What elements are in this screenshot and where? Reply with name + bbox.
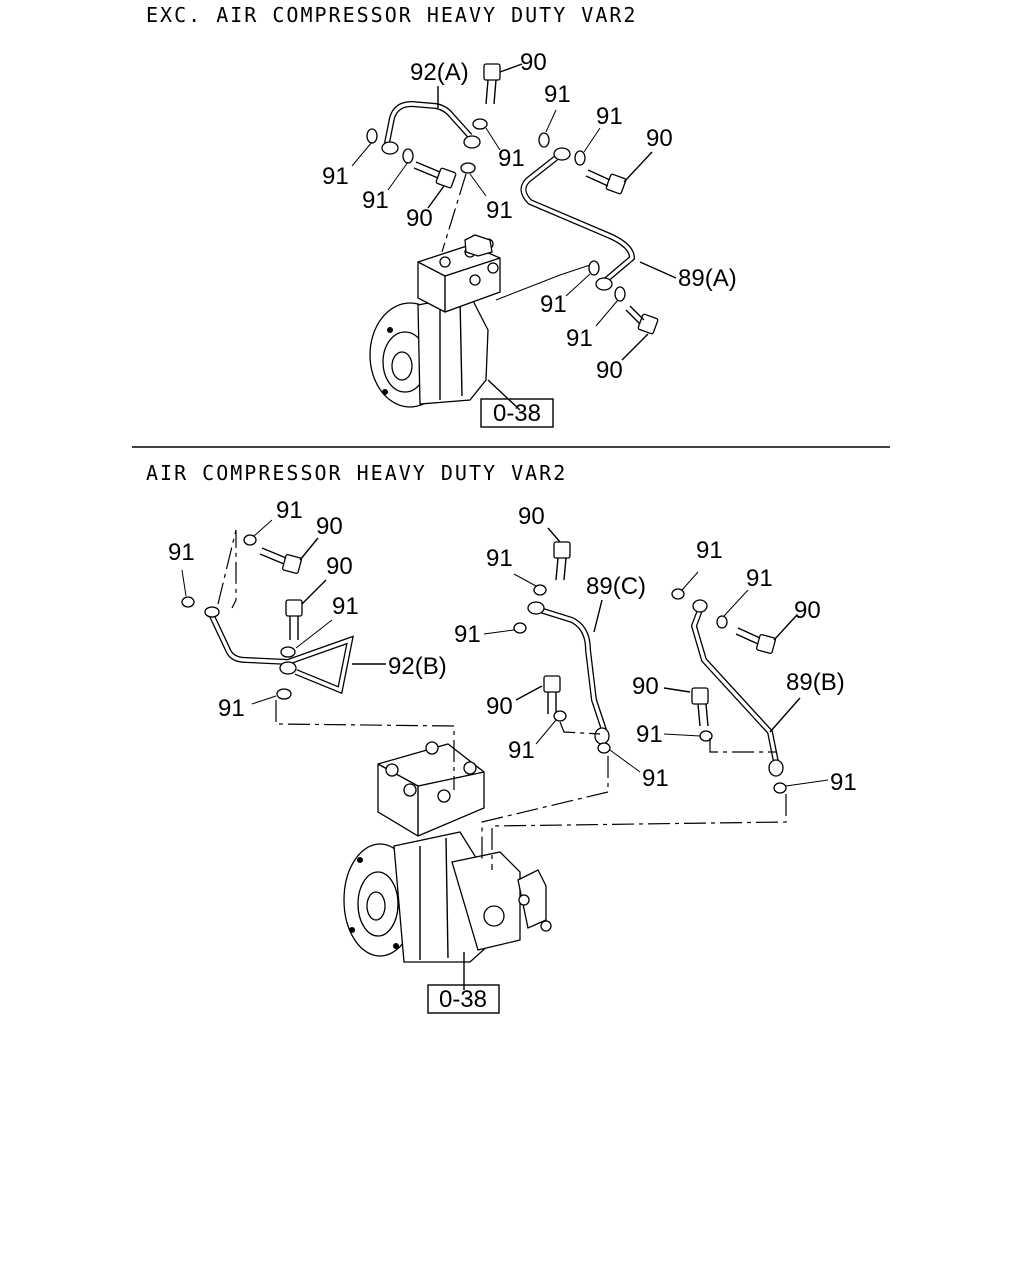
callout: 91 bbox=[218, 695, 245, 722]
callout: 90 bbox=[316, 513, 343, 540]
callout: 90 bbox=[518, 503, 545, 530]
callout: 91 bbox=[830, 769, 857, 796]
callout: 91 bbox=[746, 565, 773, 592]
callout: 90 bbox=[486, 693, 513, 720]
section-air-compressor: AIR COMPRESSOR HEAVY DUTY VAR2 bbox=[146, 461, 857, 1014]
section-2-title: AIR COMPRESSOR HEAVY DUTY VAR2 bbox=[146, 461, 567, 485]
bolt-90-left bbox=[413, 161, 457, 209]
callout: 91 bbox=[544, 81, 571, 108]
pipe-92a bbox=[381, 86, 481, 155]
callout: 91 bbox=[540, 291, 567, 318]
callout: 90 bbox=[406, 205, 433, 232]
bolt-90-s2-d bbox=[515, 675, 561, 714]
bolt-90-s2-a bbox=[259, 537, 319, 574]
air-compressor-2 bbox=[343, 741, 552, 990]
callouts-section-2: 91 91 90 90 91 92(B) 91 90 91 89(C) 91 9… bbox=[168, 497, 857, 796]
pipe-89b bbox=[690, 599, 801, 777]
bolt-90-top bbox=[483, 63, 523, 105]
reference-box-2[interactable]: 0-38 bbox=[427, 984, 500, 1014]
bolt-90-s2-b bbox=[285, 579, 327, 640]
reference-label-1: 0-38 bbox=[493, 400, 541, 427]
pipe-92b bbox=[204, 529, 386, 695]
bolt-90-right bbox=[585, 151, 653, 195]
callout: 91 bbox=[276, 497, 303, 524]
callout: 91 bbox=[168, 539, 195, 566]
callout: 90 bbox=[326, 553, 353, 580]
reference-box-1[interactable]: 0-38 bbox=[480, 398, 554, 428]
washers-91-section-2 bbox=[181, 519, 829, 870]
bolt-90-s2-e bbox=[663, 687, 709, 727]
callouts-section-1: 92(A) 90 91 91 91 91 90 91 91 90 91 91 8… bbox=[322, 49, 737, 384]
bolt-90-lower bbox=[621, 305, 659, 361]
callout: 91 bbox=[322, 163, 349, 190]
bolt-90-s2-c bbox=[547, 527, 571, 581]
callout: 91 bbox=[454, 621, 481, 648]
callout: 91 bbox=[596, 103, 623, 130]
callout: 90 bbox=[596, 357, 623, 384]
pipe-89c bbox=[527, 599, 610, 745]
bolt-90-s2-f bbox=[735, 615, 797, 654]
callout: 91 bbox=[332, 593, 359, 620]
callout: 89(B) bbox=[786, 669, 845, 696]
callout: 91 bbox=[362, 187, 389, 214]
callout: 91 bbox=[696, 537, 723, 564]
callout: 90 bbox=[520, 49, 547, 76]
section-1-title: EXC. AIR COMPRESSOR HEAVY DUTY VAR2 bbox=[146, 3, 637, 27]
callout: 92(B) bbox=[388, 653, 447, 680]
callout: 90 bbox=[794, 597, 821, 624]
callout: 91 bbox=[486, 545, 513, 572]
air-compressor-1 bbox=[369, 234, 591, 411]
callout: 91 bbox=[498, 145, 525, 172]
pipe-89a bbox=[520, 147, 677, 291]
section-exc-air-compressor: EXC. AIR COMPRESSOR HEAVY DUTY VAR2 bbox=[146, 3, 737, 428]
washers-91-section-1 bbox=[351, 109, 626, 327]
callout: 91 bbox=[642, 765, 669, 792]
callout: 92(A) bbox=[410, 59, 469, 86]
callout: 91 bbox=[636, 721, 663, 748]
callout: 91 bbox=[566, 325, 593, 352]
callout: 89(C) bbox=[586, 573, 646, 600]
callout: 90 bbox=[646, 125, 673, 152]
callout: 91 bbox=[486, 197, 513, 224]
callout: 89(A) bbox=[678, 265, 737, 292]
callout: 90 bbox=[632, 673, 659, 700]
reference-label-2: 0-38 bbox=[439, 986, 487, 1013]
callout: 91 bbox=[508, 737, 535, 764]
